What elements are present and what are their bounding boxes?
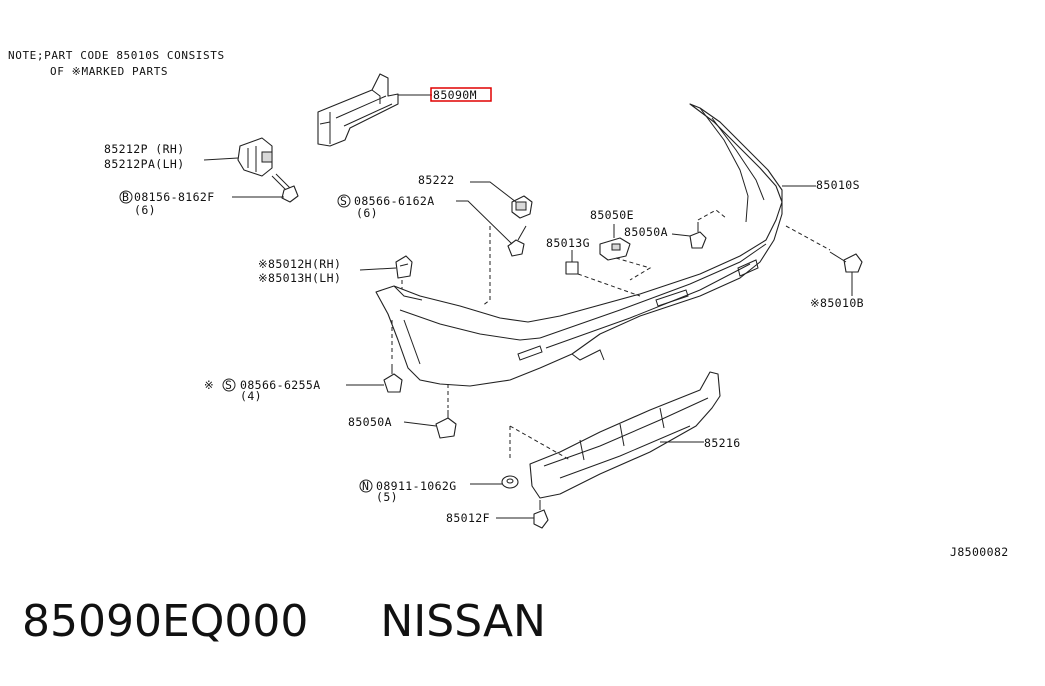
caption-part-number: 85090EQ000 xyxy=(22,596,309,647)
screw-s2-letter: S xyxy=(225,378,232,392)
screw-s1-symbol xyxy=(337,194,351,208)
diagram-id: J8500082 xyxy=(950,545,1009,559)
label-85050e[interactable]: 85050E xyxy=(590,208,634,222)
caption-brand: NISSAN xyxy=(380,596,546,647)
highlight-box xyxy=(430,87,492,102)
screw-s2-symbol xyxy=(222,378,236,392)
label-85010b[interactable]: ※85010B xyxy=(810,296,864,310)
label-nut-n[interactable]: 08911-1062G xyxy=(376,479,457,493)
label-85216[interactable]: 85216 xyxy=(704,436,741,450)
label-85050a-mid[interactable]: 85050A xyxy=(624,225,668,239)
part-85050e-bracket[interactable] xyxy=(599,237,631,261)
part-85222-retainer[interactable] xyxy=(511,195,533,219)
label-nut-n-qty: (5) xyxy=(376,490,398,504)
part-85010b-screw[interactable] xyxy=(829,251,863,273)
label-85012f[interactable]: 85012F xyxy=(446,511,490,525)
label-85012h[interactable]: ※85012H(RH) xyxy=(258,257,341,271)
label-85050a-low[interactable]: 85050A xyxy=(348,415,392,429)
label-screw-s2-marker: ※ xyxy=(204,378,214,392)
part-85050a-mid-nut[interactable] xyxy=(689,222,707,249)
screw-s1-letter: S xyxy=(340,194,347,208)
label-screw-s1[interactable]: 08566-6162A xyxy=(354,194,435,208)
label-85090m[interactable]: 85090M xyxy=(433,88,477,102)
label-screw-s1-qty: (6) xyxy=(356,206,378,220)
part-85050a-low-nut[interactable] xyxy=(435,410,457,439)
label-85212pa[interactable]: 85212PA(LH) xyxy=(104,157,185,171)
note-line-1: NOTE;PART CODE 85010S CONSISTS xyxy=(8,49,225,62)
label-85222[interactable]: 85222 xyxy=(418,173,455,187)
part-85012h-clip[interactable] xyxy=(395,255,413,279)
part-nut-08911[interactable] xyxy=(501,475,519,489)
part-85090m-bracket[interactable] xyxy=(317,73,399,147)
part-85216-under-cover[interactable] xyxy=(529,371,721,499)
label-screw-s2-qty: (4) xyxy=(240,389,262,403)
label-screw-s2[interactable]: 08566-6255A xyxy=(240,378,321,392)
label-bolt-b-qty: (6) xyxy=(134,203,156,217)
part-85012f-clip[interactable] xyxy=(533,500,549,529)
label-85013h[interactable]: ※85013H(LH) xyxy=(258,271,341,285)
bolt-b-symbol xyxy=(119,190,133,204)
part-screw-08566-6162a[interactable] xyxy=(507,225,527,257)
part-bolt-08156[interactable] xyxy=(271,173,299,203)
part-caption: 85090EQ000 NISSAN xyxy=(22,596,546,647)
note-line-2: OF ※MARKED PARTS xyxy=(50,65,168,78)
part-screw-08566-6255a[interactable] xyxy=(383,364,403,393)
label-85013g[interactable]: 85013G xyxy=(546,236,590,250)
part-85013g[interactable] xyxy=(565,261,579,275)
nut-n-symbol xyxy=(359,479,373,493)
label-85010s[interactable]: 85010S xyxy=(816,178,860,192)
part-85010s-bumper-fascia[interactable] xyxy=(375,103,783,387)
label-85212p[interactable]: 85212P (RH) xyxy=(104,142,185,156)
nut-n-letter: N xyxy=(362,479,369,493)
part-85212p-bracket[interactable] xyxy=(237,137,273,177)
label-bolt-b[interactable]: 08156-8162F xyxy=(134,190,215,204)
bolt-b-letter: B xyxy=(122,190,129,204)
